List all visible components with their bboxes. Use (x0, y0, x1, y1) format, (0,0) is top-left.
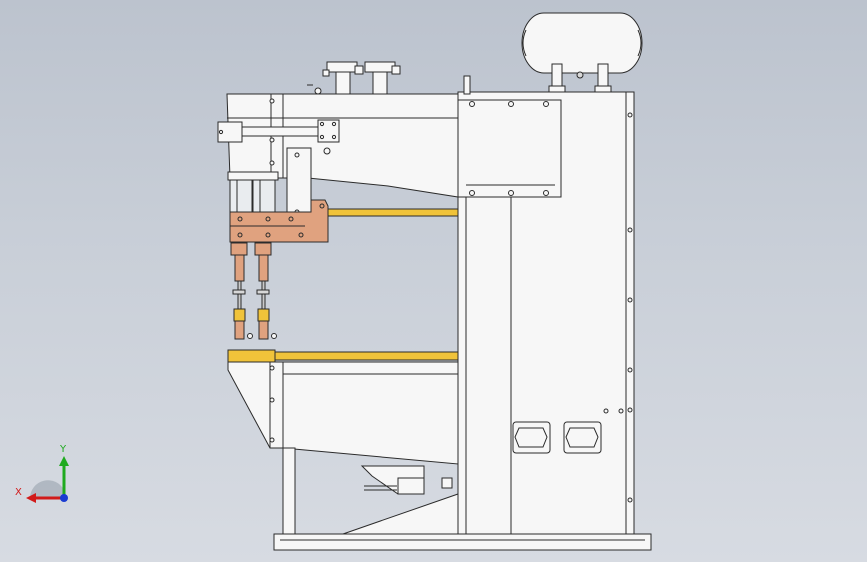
upper-brass-bar[interactable] (327, 208, 459, 217)
solenoid-valves[interactable] (307, 61, 471, 95)
lower-brass-platen[interactable] (227, 349, 459, 363)
foot-pedal-bracket[interactable] (360, 465, 453, 495)
guide-rod-assembly[interactable] (217, 119, 340, 143)
view-orientation-triad: Y X (15, 444, 69, 503)
electrode-stems[interactable] (230, 242, 277, 340)
x-axis-arrowhead (26, 493, 36, 503)
base-plate[interactable] (273, 533, 652, 551)
triad-base (30, 480, 64, 498)
control-box-panel[interactable] (457, 99, 562, 198)
upper-electrode-holder[interactable] (229, 199, 329, 243)
y-axis-arrowhead (59, 456, 69, 466)
x-axis-label: X (15, 487, 22, 498)
access-cover-right[interactable] (563, 421, 602, 454)
y-axis-label: Y (59, 444, 67, 455)
air-tank[interactable] (521, 12, 643, 93)
pneumatic-cylinders[interactable] (227, 171, 279, 213)
mounting-bracket[interactable] (286, 147, 312, 220)
lower-support-leg[interactable] (282, 447, 459, 535)
z-axis-dot (60, 494, 68, 502)
access-cover-left[interactable] (512, 421, 551, 454)
lower-arm[interactable] (227, 361, 459, 465)
